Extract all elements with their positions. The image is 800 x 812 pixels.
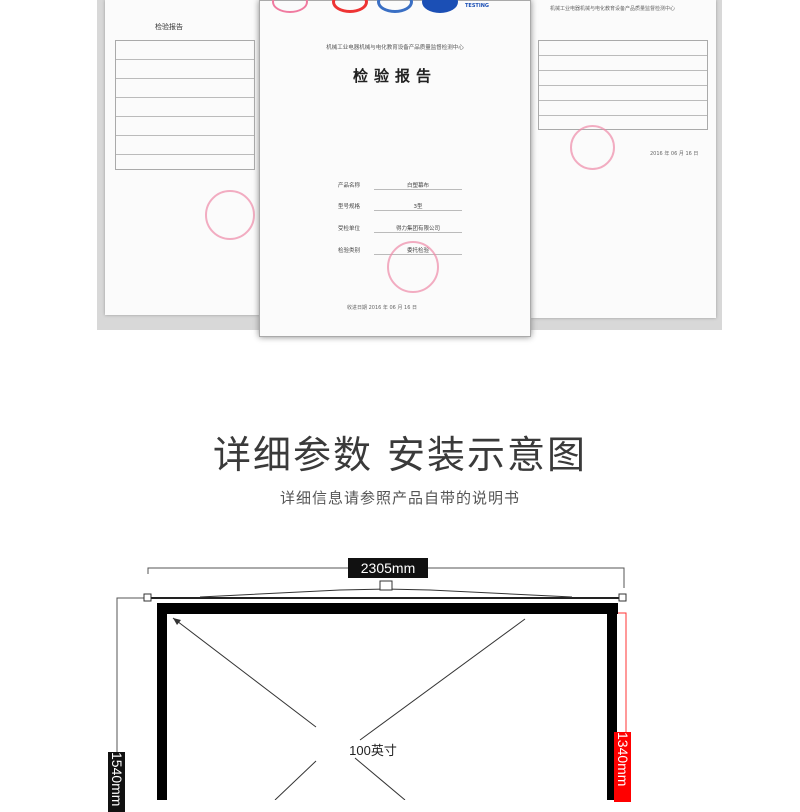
diagonal-line	[172, 617, 317, 728]
cnas-logo	[332, 0, 368, 13]
doc-date: 收进日期 2016 年 06 月 16 日	[347, 305, 417, 311]
certificate-left: 检验报告	[105, 0, 265, 315]
left-doc-title: 检验报告	[155, 23, 183, 31]
testing-logo-text: TESTING	[465, 3, 489, 9]
screen-drawing	[116, 567, 627, 803]
certificate-center: TESTING 机械工业电器机械与电化教育设备产品质量监督检测中心 检验报告 产…	[259, 0, 531, 337]
diagonal-line	[359, 618, 526, 741]
left-doc-table	[115, 40, 255, 170]
screen-left-post	[157, 603, 167, 803]
diagonal-line	[274, 760, 317, 801]
arrow-head-icon	[173, 618, 181, 625]
installation-diagram: 2305mm 100英寸 1540mm 1340mm	[0, 540, 800, 812]
screen-top-bar	[157, 603, 618, 614]
rod-end-left	[143, 593, 152, 602]
red-stamp	[570, 125, 615, 170]
field-inspected-unit: 受检单位得力集团有限公司	[338, 224, 468, 233]
screen-height-label: 1340mm	[614, 732, 631, 802]
cma-logo	[272, 0, 308, 13]
field-product-name: 产品名称白塑幕布	[338, 181, 468, 190]
testing-logo	[422, 0, 458, 13]
hook-icon	[379, 580, 393, 591]
height-label: 1540mm	[108, 752, 125, 812]
screen-right-post	[607, 603, 617, 803]
certificate-images: 检验报告 机械工业电器机械与电化教育设备产品质量监督检测中心 2016 年 06…	[97, 0, 722, 337]
doc-title: 检验报告	[352, 67, 437, 85]
rod-end-right	[618, 593, 627, 602]
diagonal-line	[354, 757, 406, 801]
section-title: 详细参数 安装示意图	[212, 433, 588, 477]
doc-header: 机械工业电器机械与电化教育设备产品质量监督检测中心	[326, 45, 464, 51]
section-subtitle: 详细信息请参照产品自带的说明书	[279, 489, 520, 507]
height-dimension-line	[116, 597, 157, 760]
red-stamp	[205, 190, 255, 240]
right-doc-header: 机械工业电器机械与电化教育设备产品质量监督检测中心	[550, 6, 676, 12]
red-stamp	[387, 241, 439, 293]
width-label: 2305mm	[348, 558, 428, 578]
certificate-right: 机械工业电器机械与电化教育设备产品质量监督检测中心 2016 年 06 月 16…	[530, 0, 716, 318]
right-doc-table	[538, 40, 708, 130]
ilac-logo	[377, 0, 413, 13]
right-doc-date: 2016 年 06 月 16 日	[650, 151, 699, 157]
screen-size-label: 100英寸	[349, 743, 397, 758]
